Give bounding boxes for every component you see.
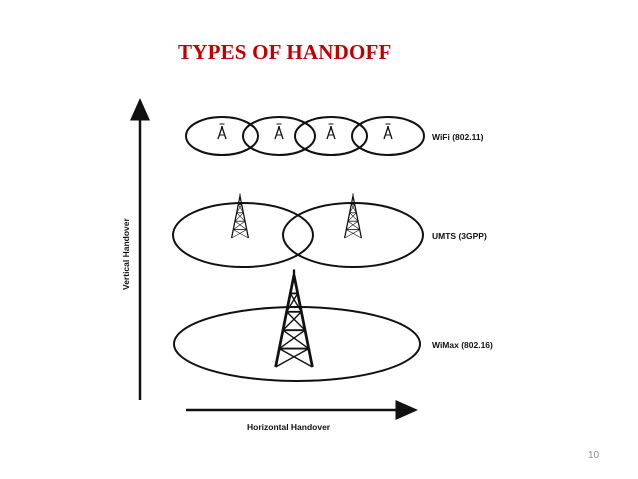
- page-number: 10: [588, 450, 599, 461]
- large-lattice-tower-icon: [276, 269, 313, 367]
- lattice-tower-icon: [232, 193, 249, 238]
- small-antenna-icon: [327, 124, 335, 139]
- horizontal-axis-label: Horizontal Handover: [247, 422, 331, 432]
- small-antenna-icon: [218, 124, 226, 139]
- wifi-label: WiFi (802.11): [432, 132, 484, 142]
- small-antenna-icon: [275, 124, 283, 139]
- wimax-layer: WiMax (802.16): [174, 269, 493, 381]
- wifi-cell: [186, 117, 258, 155]
- umts-label: UMTS (3GPP): [432, 231, 487, 241]
- umts-layer: UMTS (3GPP): [173, 193, 487, 267]
- vertical-axis-label: Vertical Handover: [121, 217, 131, 290]
- small-antenna-icon: [384, 124, 392, 139]
- wifi-cell: [352, 117, 424, 155]
- wifi-layer: WiFi (802.11): [186, 117, 484, 155]
- wimax-label: WiMax (802.16): [432, 340, 493, 350]
- lattice-tower-icon: [345, 193, 362, 238]
- wimax-cell: [174, 307, 420, 381]
- wifi-cell: [295, 117, 367, 155]
